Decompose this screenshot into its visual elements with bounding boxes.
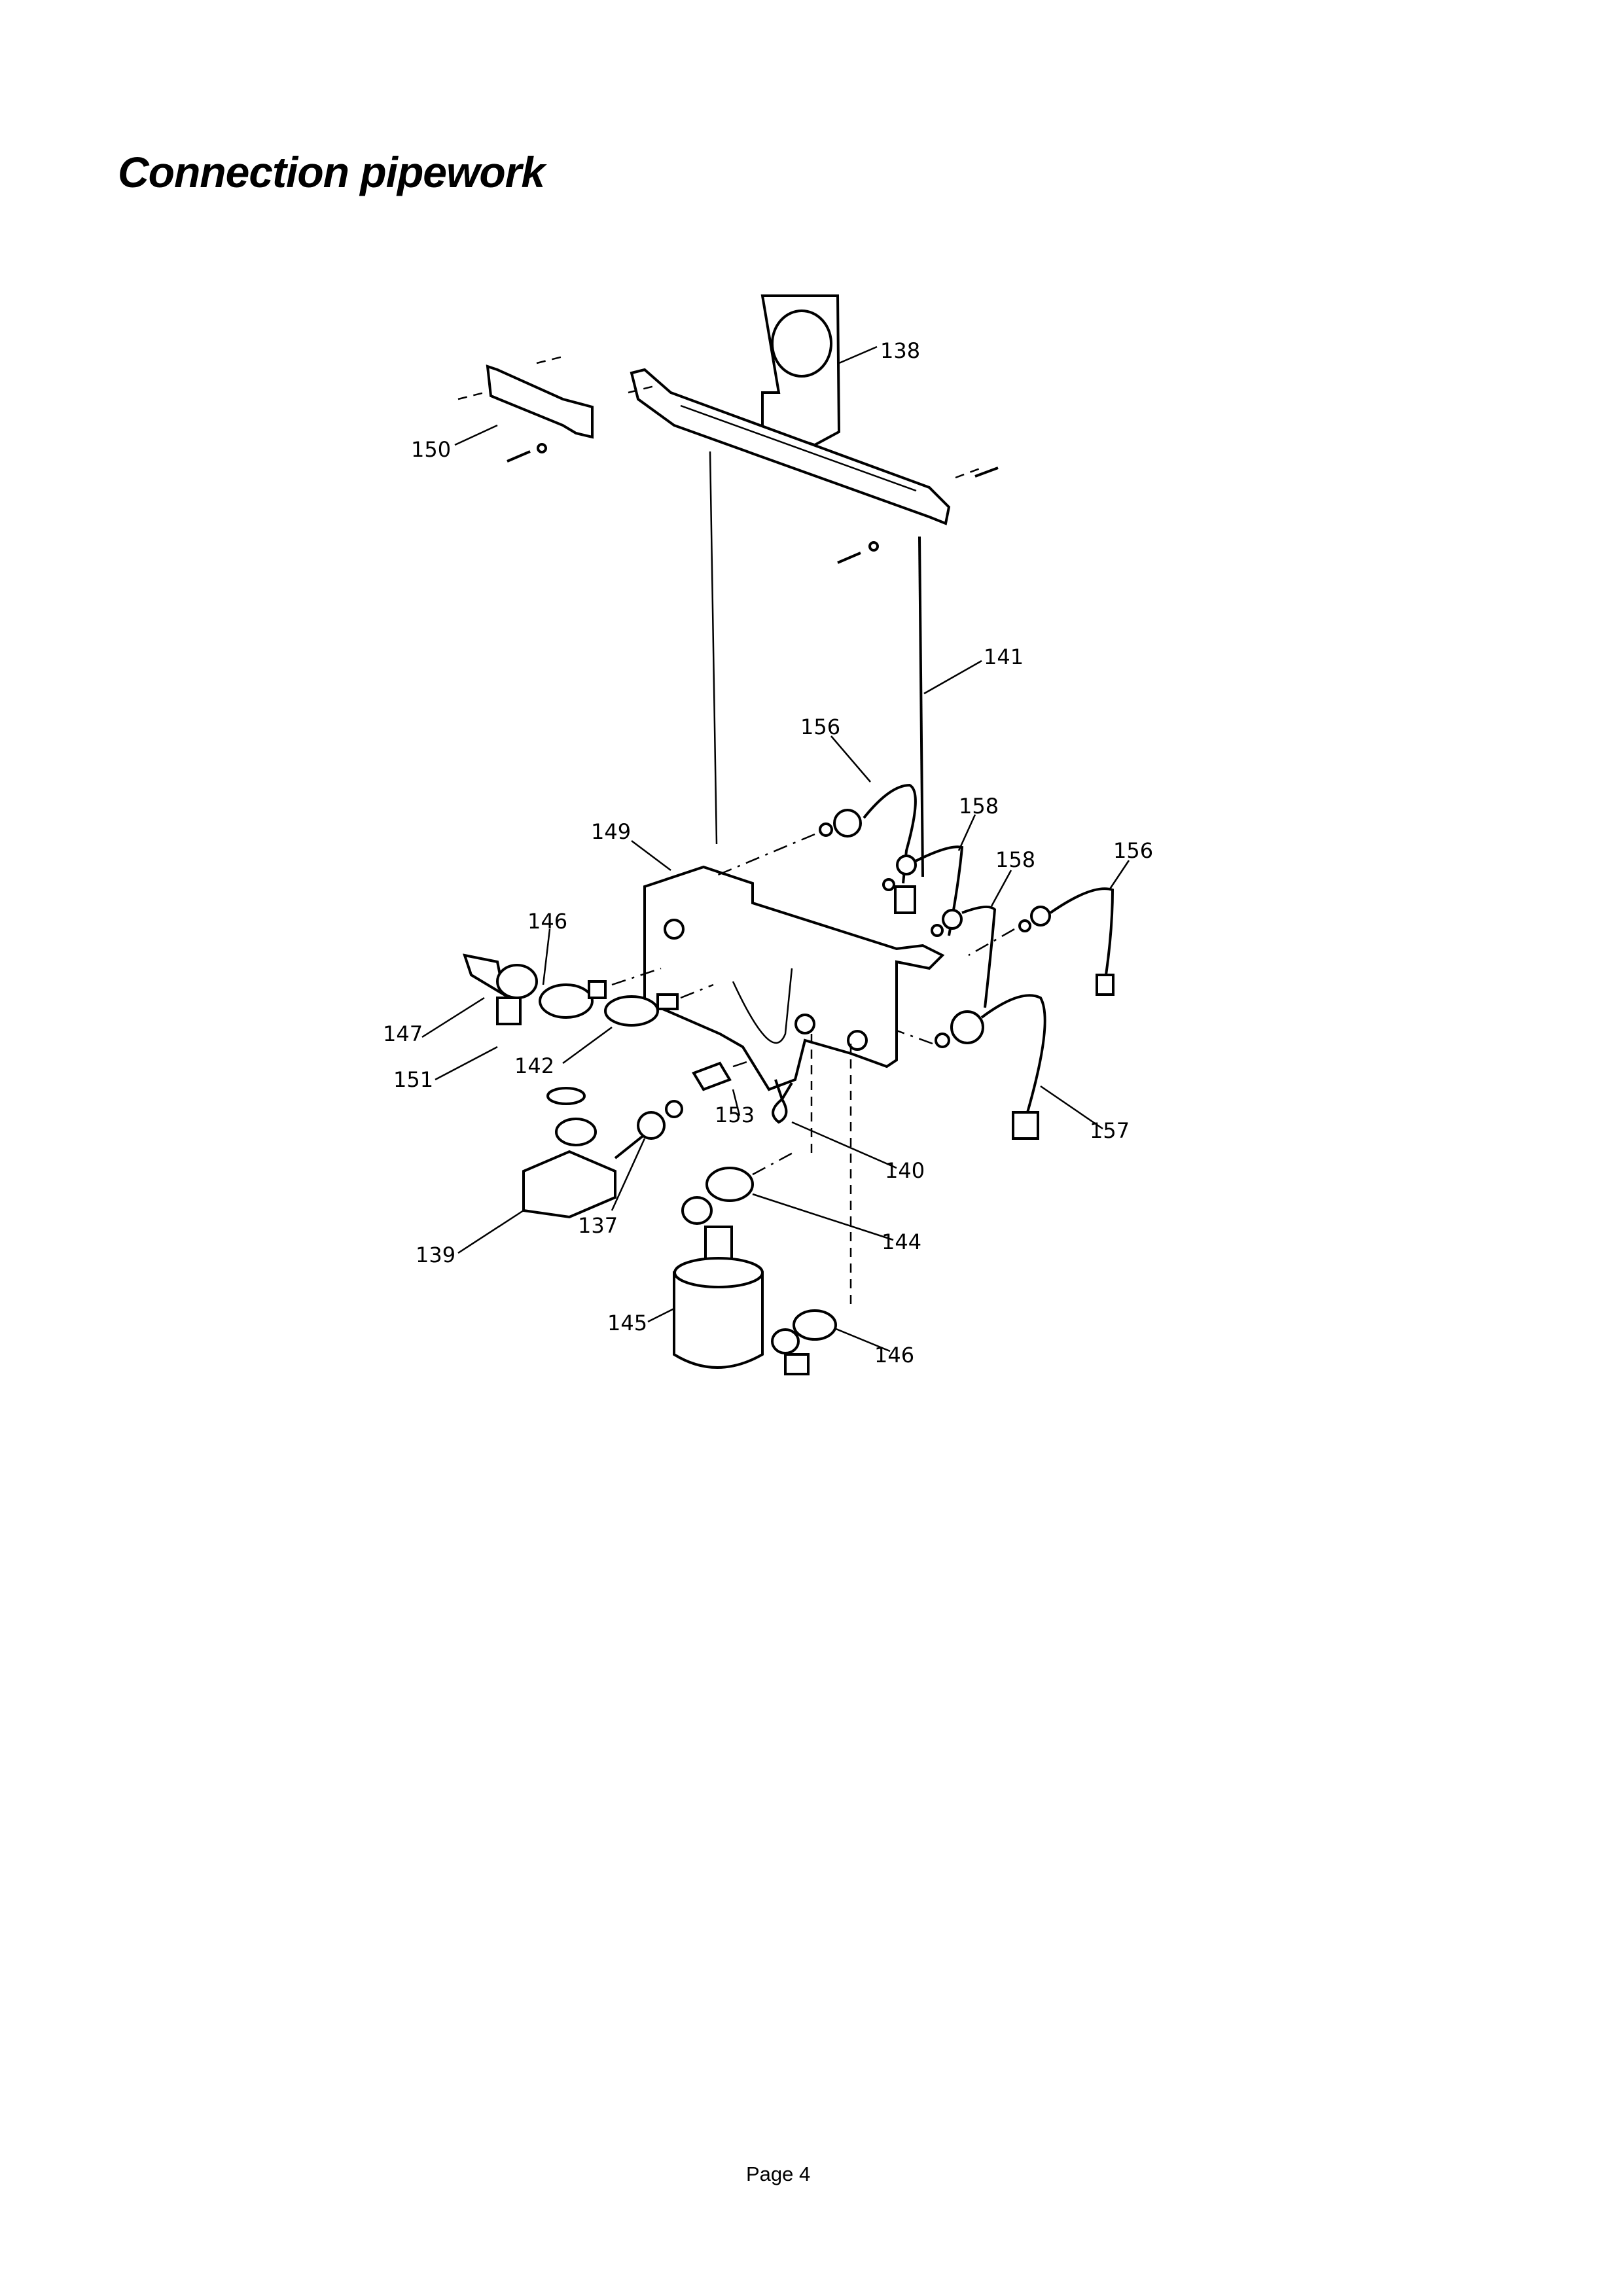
- part-top-rail: [628, 368, 999, 525]
- label-158: 158: [995, 847, 1035, 872]
- part-137-139-valve: [522, 1087, 683, 1219]
- label-138: 138: [880, 338, 920, 363]
- page-number: Page 4: [746, 2163, 811, 2185]
- part-150-bracket: [457, 355, 594, 463]
- part-145-vessel: [673, 1257, 764, 1369]
- part-140-clip: [772, 1079, 793, 1124]
- rod-left: [709, 451, 718, 845]
- part-142-fitting: [604, 983, 714, 1027]
- label-137: 137: [578, 1213, 618, 1238]
- part-157-pipe: [896, 994, 1046, 1140]
- label-157: 157: [1090, 1118, 1130, 1143]
- part-149-manifold-bracket: [643, 865, 945, 1091]
- part-138-plate: [760, 294, 841, 447]
- label-149: 149: [591, 819, 631, 844]
- label-141: 141: [984, 645, 1024, 669]
- label-142: 142: [514, 1053, 554, 1078]
- part-146-147-151-valve-assembly: [463, 953, 662, 1025]
- screw: [837, 552, 861, 564]
- label-153: 153: [715, 1103, 755, 1127]
- label-156: 156: [800, 715, 840, 739]
- label-146: 146: [874, 1343, 914, 1368]
- part-158-pipes: [882, 845, 997, 1008]
- label-147: 147: [383, 1021, 423, 1046]
- part-156-pipe-a: [713, 783, 917, 914]
- part-153-fitting: [692, 1059, 753, 1091]
- label-146: 146: [527, 909, 567, 934]
- label-150: 150: [411, 437, 451, 462]
- label-139: 139: [416, 1243, 455, 1267]
- leader-lines: [421, 345, 1130, 1352]
- part-156-pipe-b: [968, 887, 1115, 996]
- page-title: Connection pipework: [118, 148, 545, 196]
- part-141-rod: [918, 536, 924, 877]
- label-145: 145: [607, 1311, 647, 1335]
- label-151: 151: [393, 1067, 433, 1092]
- part-146-valve-b: [771, 1044, 852, 1375]
- label-156: 156: [1113, 838, 1153, 863]
- label-144: 144: [882, 1229, 921, 1254]
- label-140: 140: [885, 1158, 925, 1183]
- label-158: 158: [959, 794, 999, 819]
